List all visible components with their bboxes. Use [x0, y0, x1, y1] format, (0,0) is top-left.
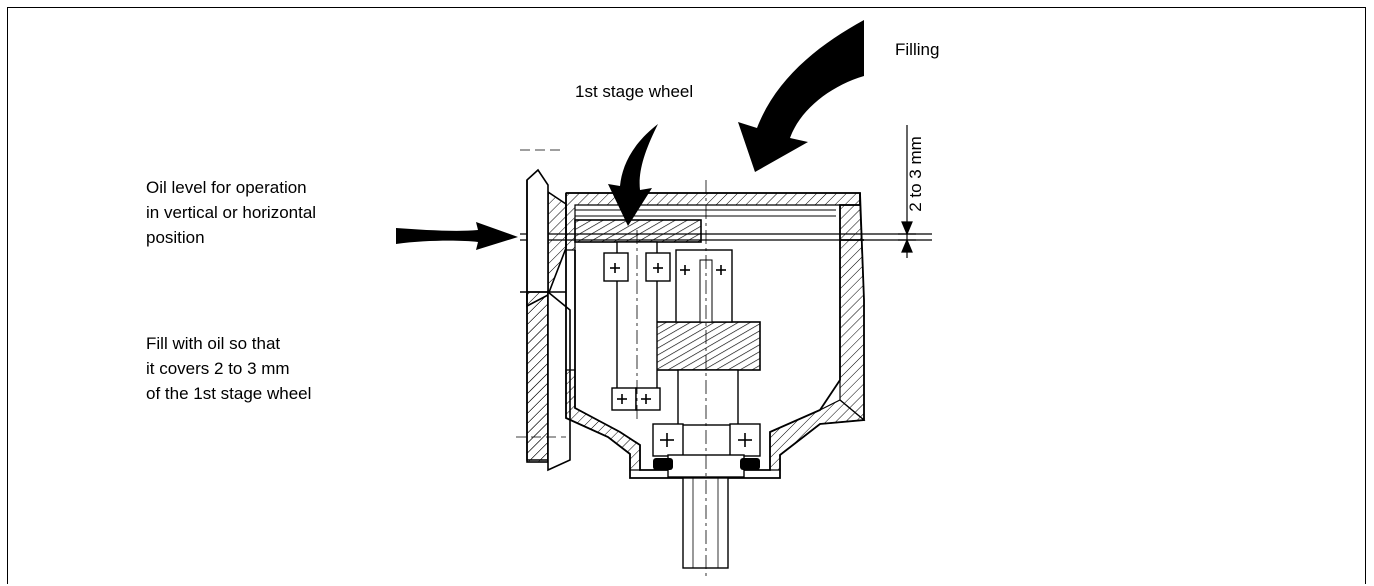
fill-instruction-line-2: it covers 2 to 3 mm: [146, 359, 290, 378]
oil-level-arrow: [396, 222, 518, 250]
cover-lines: [575, 209, 836, 217]
oil-level-line-1: Oil level for operation: [146, 178, 307, 197]
stage-wheel-arrow: [608, 124, 658, 226]
mounting-flange: [516, 149, 571, 472]
oil-level-line-2: in vertical or horizontal: [146, 203, 317, 222]
bearing-marks: [610, 263, 752, 447]
dimension-label: 2 to 3 mm: [906, 136, 925, 212]
filling-label: Filling: [895, 40, 940, 59]
fill-instruction-line-3: of the 1st stage wheel: [146, 384, 312, 403]
filling-arrow: [738, 20, 864, 172]
fill-instruction-note: Fill with oil so that it covers 2 to 3 m…: [146, 331, 311, 406]
shaft-seals: [653, 458, 760, 470]
center-lines: [636, 180, 707, 580]
oil-level-line-3: position: [146, 228, 205, 247]
first-stage-gear: [574, 219, 702, 243]
oil-level-note: Oil level for operation in vertical or h…: [146, 175, 316, 250]
fill-instruction-line-1: Fill with oil so that: [146, 334, 281, 353]
first-stage-wheel-label: 1st stage wheel: [575, 82, 694, 101]
dimension-line: [898, 125, 916, 258]
output-shaft: [652, 249, 761, 569]
figure-frame: [7, 7, 1366, 584]
housing-section: [565, 192, 866, 471]
